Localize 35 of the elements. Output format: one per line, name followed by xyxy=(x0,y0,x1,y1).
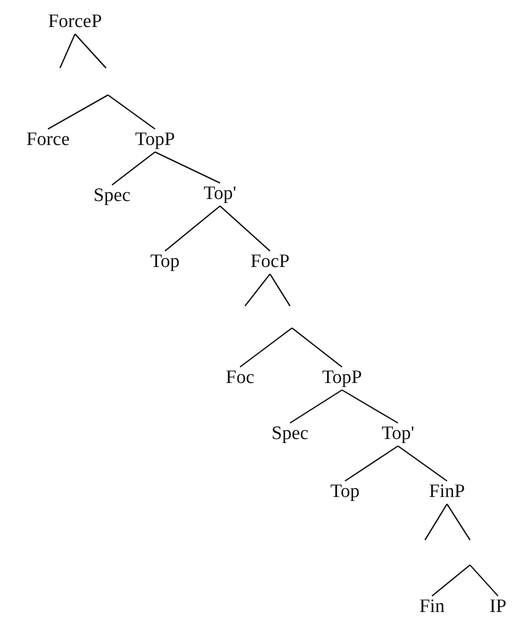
tree-branch xyxy=(432,564,470,596)
tree-node-label: FinP xyxy=(429,482,465,502)
tree-branch xyxy=(424,504,448,540)
tree-node-label: Spec xyxy=(272,424,308,444)
tree-branch xyxy=(342,389,398,424)
tree-branch xyxy=(398,445,448,482)
tree-node-label: TopP xyxy=(322,368,362,388)
tree-node-label: Top' xyxy=(382,424,414,444)
tree-branch xyxy=(446,504,471,540)
tree-node-label: Top xyxy=(330,482,360,502)
tree-node-label: Top' xyxy=(204,184,236,204)
tree-branch xyxy=(470,564,498,596)
tree-branch xyxy=(74,34,106,68)
tree-branch xyxy=(269,274,291,306)
tree-branch xyxy=(154,151,220,184)
tree-node-label: ForceP xyxy=(48,12,102,32)
tree-branch xyxy=(112,151,156,186)
tree-branch xyxy=(220,206,270,252)
tree-node-label: Force xyxy=(26,130,70,150)
tree-branch xyxy=(290,389,342,424)
tree-node-label: TopP xyxy=(135,130,175,150)
tree-node-label: Fin xyxy=(419,597,445,617)
tree-branch xyxy=(240,327,292,368)
tree-node-label: Foc xyxy=(226,368,254,388)
tree-branch xyxy=(48,94,108,130)
tree-branch xyxy=(292,327,342,368)
tree-node-label: FocP xyxy=(250,252,290,272)
tree-branch xyxy=(164,206,220,252)
tree-node-label: Spec xyxy=(94,186,130,206)
tree-node-label: IP xyxy=(490,597,506,617)
tree-branch xyxy=(59,34,76,68)
tree-branch xyxy=(244,274,271,306)
tree-branch xyxy=(344,445,398,482)
tree-node-label: Top xyxy=(150,252,180,272)
tree-branch xyxy=(108,94,156,130)
